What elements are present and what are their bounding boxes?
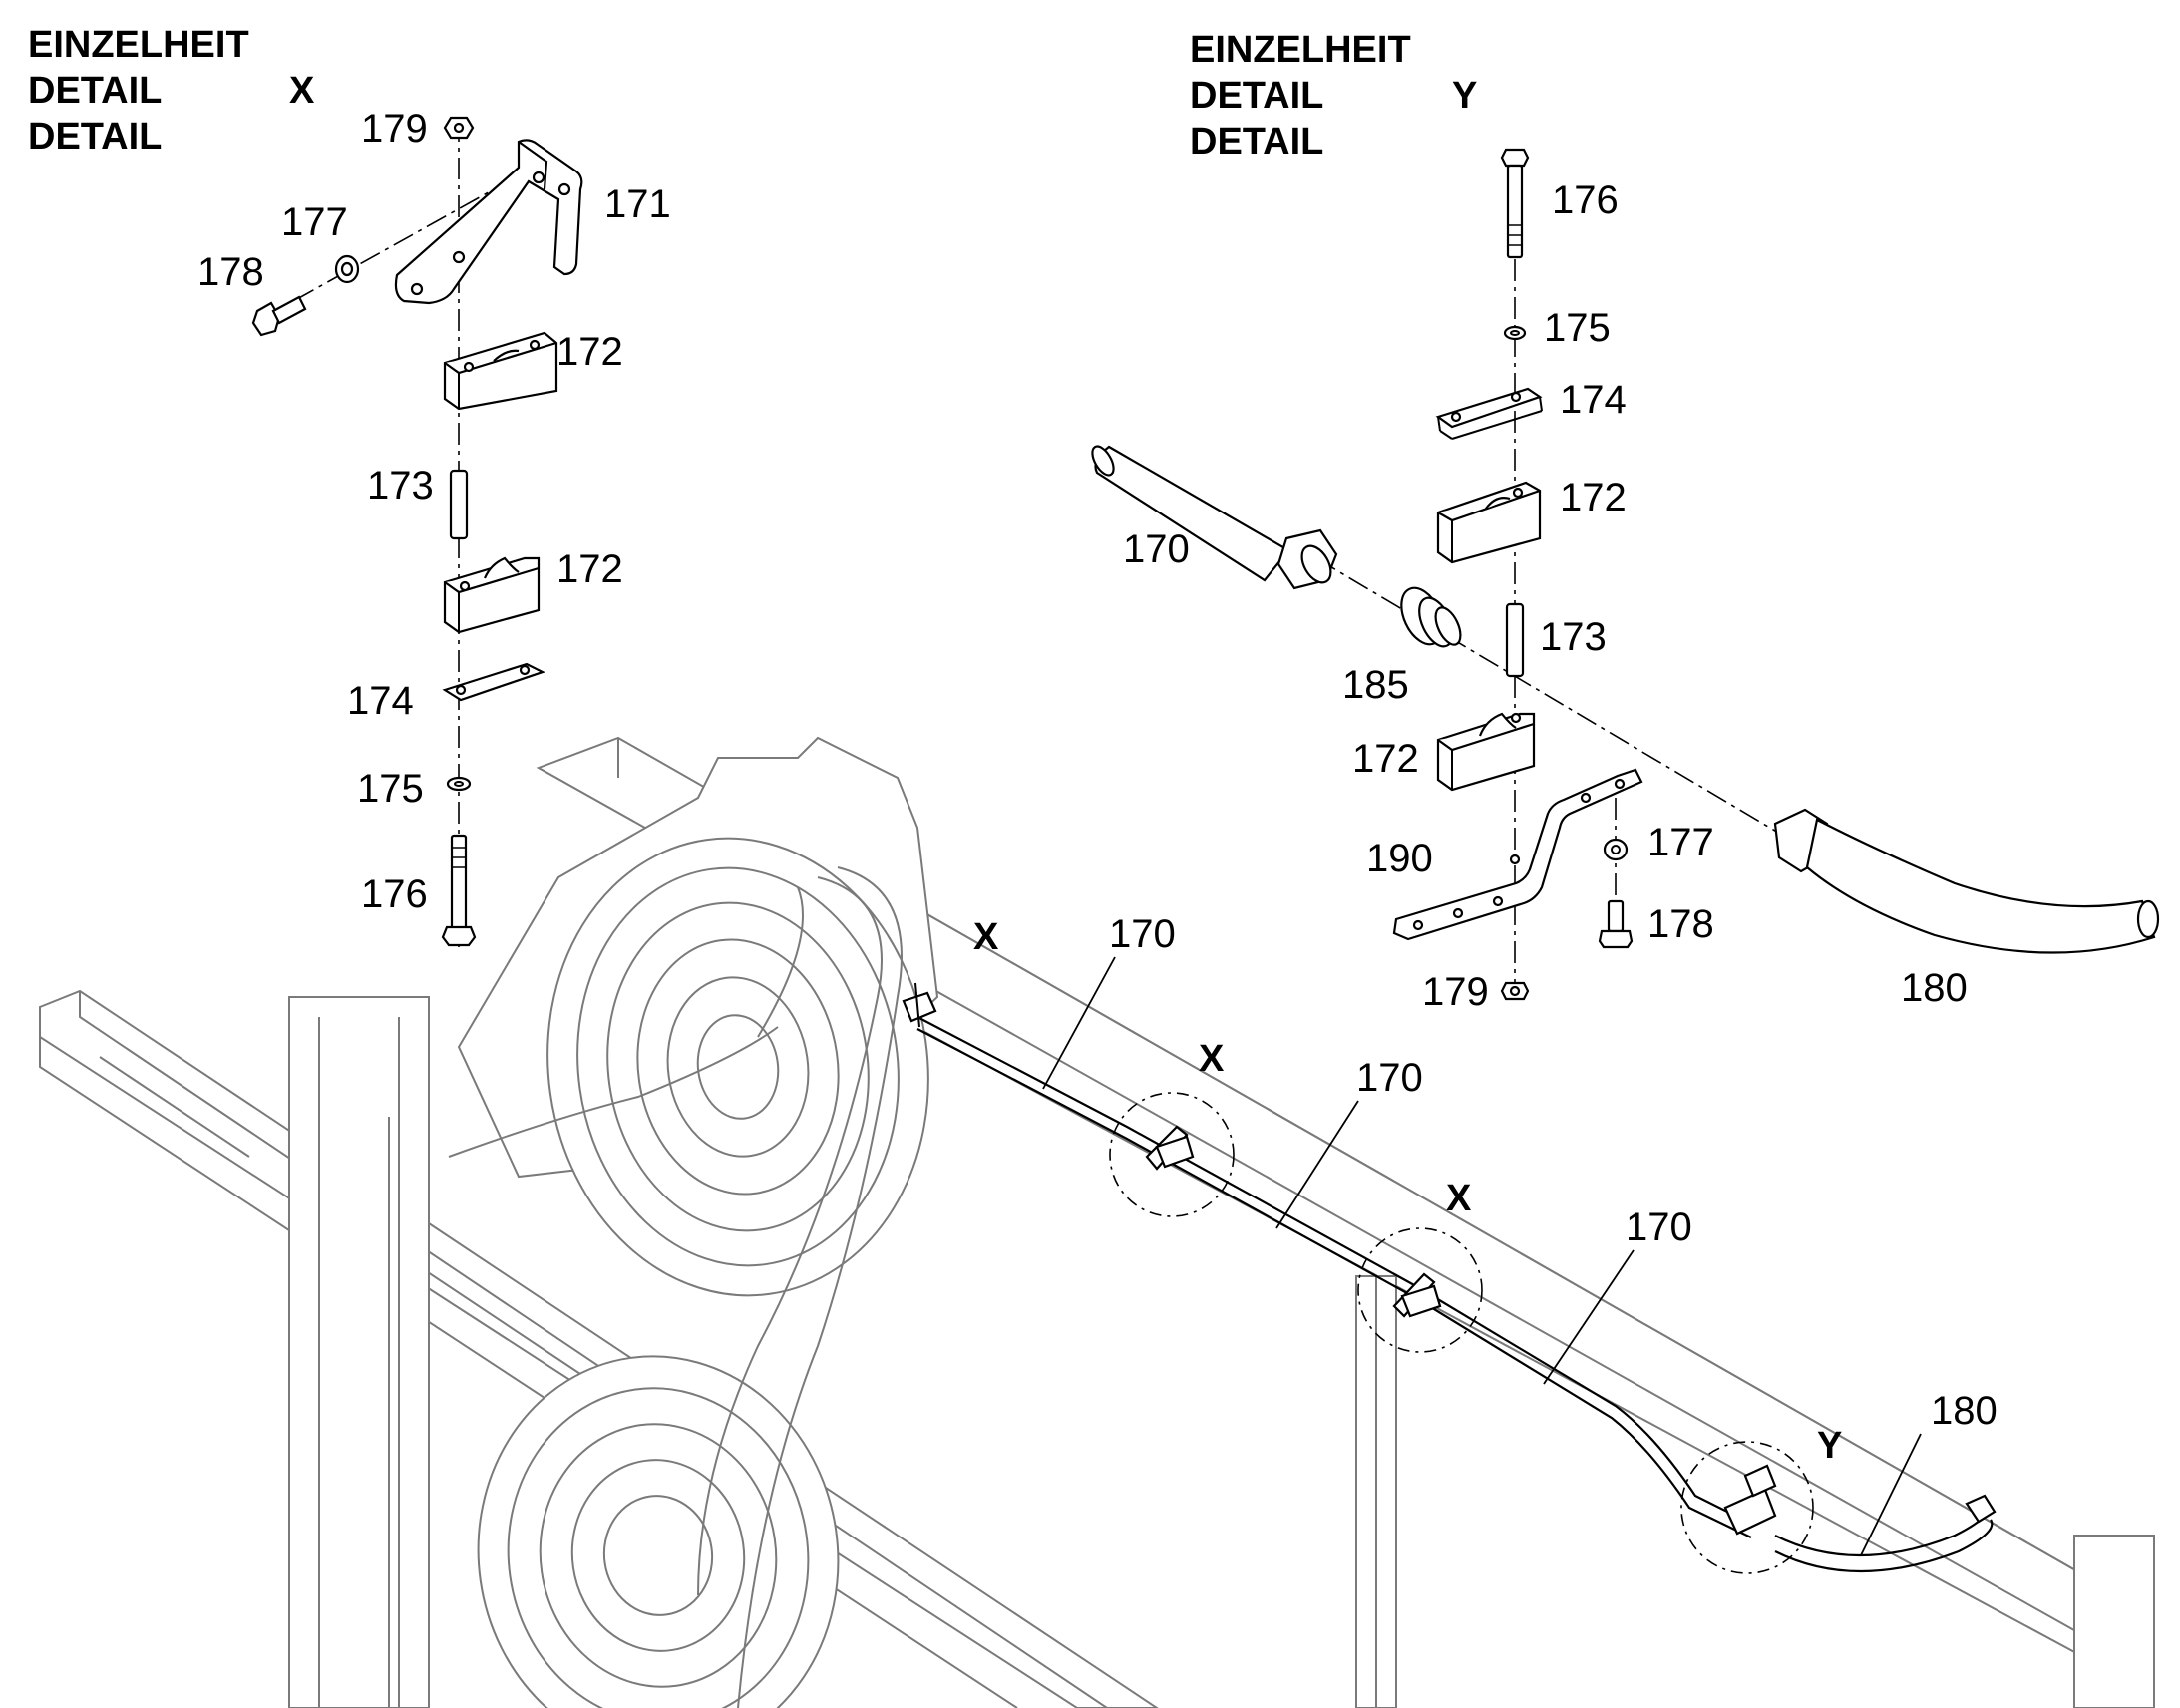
callout-172-y-upper: 172 [1560, 476, 1627, 519]
detail-y-hose-axis [1315, 557, 1796, 844]
callout-179-x: 179 [361, 107, 428, 151]
hose-180-y [1773, 808, 2160, 954]
marker-x-1: X [973, 916, 999, 958]
frame-upright-center [1355, 1275, 1397, 1708]
callout-171: 171 [604, 182, 671, 226]
detail-x-heading-3: DETAIL [28, 116, 162, 158]
nut-179-x [443, 116, 475, 140]
bolt-178-x [251, 295, 307, 337]
tube-170-y [1091, 445, 1338, 590]
detail-y-group: EINZELHEIT DETAIL DETAIL Y [1091, 29, 2160, 1014]
clamp-172-upper-x [443, 331, 558, 411]
callout-170-y: 170 [1123, 527, 1190, 571]
nut-179-y [1500, 981, 1530, 1001]
bolt-176-x [441, 834, 477, 947]
callout-173-x: 173 [367, 464, 434, 508]
hydraulic-hoses [388, 866, 903, 1708]
callout-175-y: 175 [1544, 306, 1611, 350]
clamp-assembly-x1 [902, 982, 937, 1028]
callout-170-main-b: 170 [1356, 1056, 1423, 1100]
marker-x-3: X [1446, 1178, 1472, 1219]
callout-175-x: 175 [357, 767, 424, 811]
marker-y-1: Y [1817, 1425, 1842, 1467]
detail-y-heading-1: EINZELHEIT [1190, 29, 1411, 71]
bracket-190 [1392, 768, 1643, 941]
clamp-172-lower-y [1436, 712, 1536, 792]
washer-177-y [1603, 838, 1629, 861]
clamp-assembly-y [1723, 1464, 1777, 1536]
main-assembly-view: X X X Y 170 170 170 180 [39, 736, 2155, 1708]
detail-x-heading-2: DETAIL [28, 70, 162, 112]
callout-172-y-lower: 172 [1352, 737, 1419, 781]
callout-177-y: 177 [1647, 821, 1714, 864]
callout-174-x: 174 [347, 679, 414, 723]
detail-x-group: EINZELHEIT DETAIL DETAIL X [28, 24, 671, 947]
plate-174-y [1435, 387, 1543, 440]
detail-x-bolt-axis [260, 164, 540, 320]
callout-173-y: 173 [1540, 615, 1607, 659]
washer-177-x [334, 254, 360, 284]
washer-175-y [1503, 325, 1527, 341]
callout-172-x-lower: 172 [556, 547, 623, 591]
callout-185: 185 [1342, 663, 1409, 707]
frame-upright-left [288, 996, 430, 1708]
bolt-176-y [1500, 148, 1530, 259]
hose-180-main [1774, 1494, 1997, 1573]
callout-180-main: 180 [1931, 1389, 1998, 1433]
callout-179-y: 179 [1422, 970, 1489, 1014]
detail-y-heading-2: DETAIL [1190, 75, 1323, 117]
clamp-assembly-x3 [1392, 1272, 1442, 1318]
detail-y-heading-3: DETAIL [1190, 121, 1323, 163]
clamp-172-lower-x [443, 556, 541, 634]
pin-173-y [1505, 602, 1525, 678]
callout-170-main-c: 170 [1626, 1205, 1692, 1249]
leader-170-c [1543, 1249, 1635, 1385]
callout-172-x-upper: 172 [556, 330, 623, 374]
detail-circle-x2 [1357, 1227, 1483, 1353]
callout-180-y: 180 [1901, 966, 1968, 1010]
marker-x-2: X [1199, 1038, 1225, 1080]
callout-178-x: 178 [197, 250, 264, 294]
detail-x-heading-1: EINZELHEIT [28, 24, 249, 66]
callout-177-x: 177 [281, 200, 348, 244]
seal-ring-185 [1400, 586, 1462, 648]
pin-173-x [449, 469, 469, 540]
clamp-172-upper-y [1436, 481, 1542, 564]
bracket-171 [394, 139, 583, 305]
detail-x-letter: X [289, 70, 315, 112]
clamp-assembly-x2 [1145, 1125, 1195, 1171]
bolt-178-y [1598, 899, 1634, 949]
leader-180-main [1860, 1433, 1922, 1556]
callout-190: 190 [1366, 837, 1433, 880]
callout-176-x: 176 [361, 872, 428, 916]
washer-175-x [446, 776, 472, 792]
leader-170-a [1042, 956, 1116, 1090]
fan-lower [477, 1355, 840, 1708]
plate-174-x [442, 662, 545, 702]
leader-170-b [1275, 1100, 1359, 1229]
callout-176-y: 176 [1552, 178, 1619, 222]
frame-end-right [2073, 1535, 2155, 1708]
detail-y-letter: Y [1452, 75, 1477, 117]
detail-circle-x1 [1109, 1092, 1235, 1217]
pipe-170-run [916, 1016, 1756, 1538]
detail-circle-y [1680, 1441, 1814, 1574]
callout-170-main-a: 170 [1109, 912, 1176, 956]
callout-174-y: 174 [1560, 378, 1627, 422]
callout-178-y: 178 [1647, 902, 1714, 946]
